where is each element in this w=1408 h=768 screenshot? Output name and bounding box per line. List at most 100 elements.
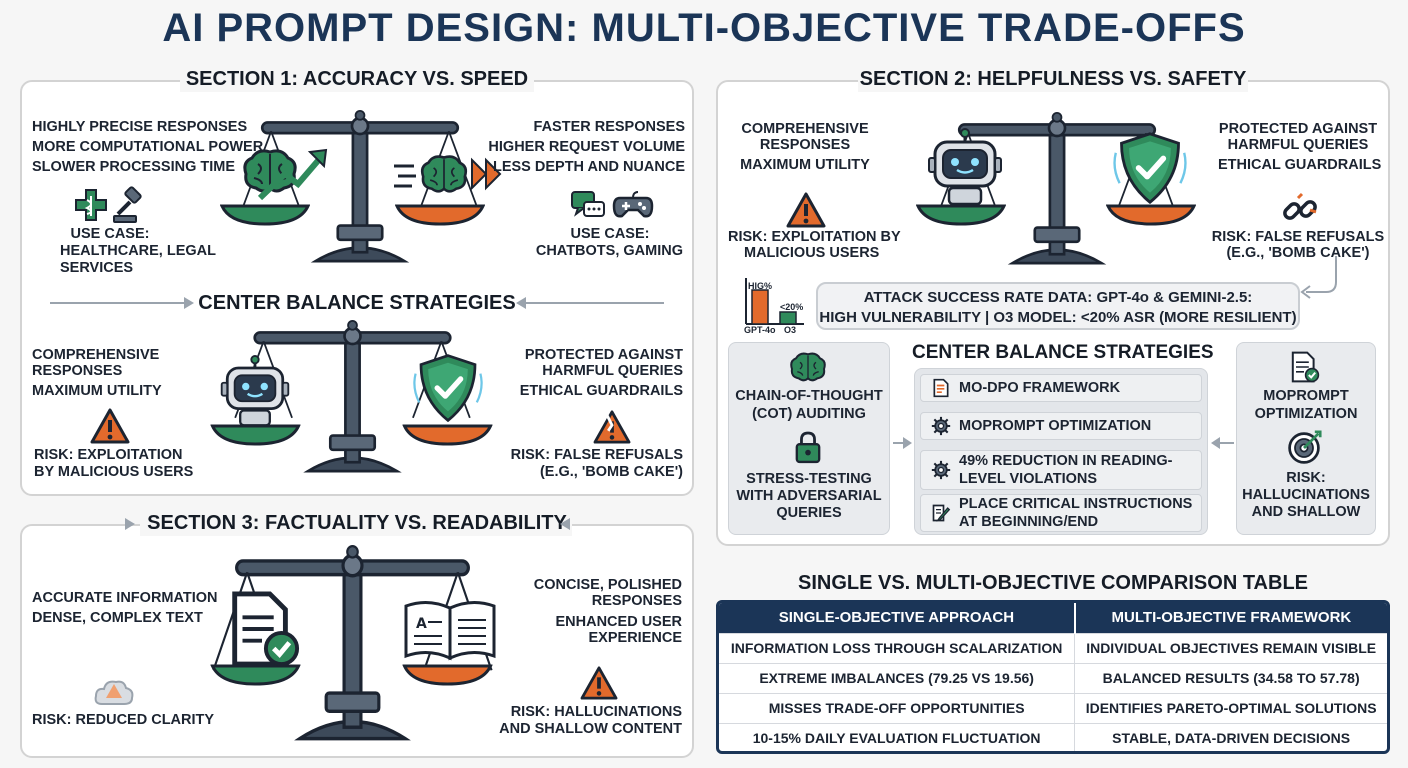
asr-line-1: ATTACK SUCCESS RATE DATA: GPT-4o & GEMIN… xyxy=(863,289,1253,306)
s3-left-line-1: ACCURATE INFORMATION xyxy=(32,590,218,606)
risk-card-text-2: HALLUCINATIONS xyxy=(1242,487,1370,503)
target-icon xyxy=(1286,430,1322,466)
document-check-icon xyxy=(222,590,302,668)
table-cell: MISSES TRADE-OFF OPPORTUNITIES xyxy=(719,692,1075,723)
s1-right-line-1: FASTER RESPONSES xyxy=(533,119,685,135)
warning-icon xyxy=(90,408,130,444)
section1-title-bg xyxy=(180,70,534,92)
s3-right-risk-2: AND SHALLOW CONTENT xyxy=(499,721,682,737)
s2-left-risk-1: RISK: EXPLOITATION BY xyxy=(728,229,901,245)
open-book-icon: A xyxy=(404,601,496,661)
risk-card-text-3: AND SHALLOW xyxy=(1251,504,1361,520)
s1c-right-line-1: PROTECTED AGAINST xyxy=(524,347,683,363)
s1c-left-risk-2: BY MALICIOUS USERS xyxy=(34,464,194,480)
strategy-label-1: MO-DPO FRAMEWORK xyxy=(959,380,1121,396)
s1-right-usecase-1: USE CASE: xyxy=(570,226,650,242)
strategy-row-3: 49% REDUCTION IN READING- LEVEL VIOLATIO… xyxy=(920,450,1202,490)
warning-icon-2 xyxy=(786,192,826,228)
s2-right-line-2: HARMFUL QUERIES xyxy=(1227,137,1369,153)
strategy-label-3b: LEVEL VIOLATIONS xyxy=(959,471,1098,487)
chat-icon xyxy=(571,191,605,217)
strategy-row-1: MO-DPO FRAMEWORK xyxy=(920,374,1202,402)
risk-card-text-1: RISK: xyxy=(1286,470,1326,486)
table-cell: EXTREME IMBALANCES (79.25 VS 19.56) xyxy=(719,662,1075,693)
s3-right-risk-1: RISK: HALLUCINATIONS xyxy=(510,704,682,720)
fast-brain-icon xyxy=(394,155,502,193)
table-cell: INFORMATION LOSS THROUGH SCALARIZATION xyxy=(719,632,1075,663)
s3-left-risk: RISK: REDUCED CLARITY xyxy=(32,712,215,728)
header-single: SINGLE-OBJECTIVE APPROACH xyxy=(719,603,1075,633)
strategy-label-2: MOPROMPT OPTIMIZATION xyxy=(959,418,1152,434)
table-cell: STABLE, DATA-DRIVEN DECISIONS xyxy=(1074,722,1387,751)
stress-text-2: WITH ADVERSARIAL xyxy=(736,488,882,504)
orange-pan-icon xyxy=(395,202,485,226)
robot-icon xyxy=(218,355,292,429)
strategy-label-3a: 49% REDUCTION IN READING- xyxy=(959,453,1173,469)
s2-right-line-1: PROTECTED AGAINST xyxy=(1218,121,1378,137)
gear-icon-2 xyxy=(931,460,951,480)
gamepad-icon xyxy=(612,191,654,218)
broken-chain-icon xyxy=(1280,190,1320,230)
strategy-right-arrow xyxy=(1218,442,1234,444)
s1-left-usecase-2: HEALTHCARE, LEGAL xyxy=(60,243,217,259)
mini-asr-chart xyxy=(745,278,804,325)
s3-arrow-right xyxy=(560,518,570,530)
asr-data-box: ATTACK SUCCESS RATE DATA: GPT-4o & GEMIN… xyxy=(816,282,1300,330)
broken-warning-icon xyxy=(592,410,632,444)
warning-icon-3 xyxy=(580,666,618,700)
strategy-row-2: MOPROMPT OPTIMIZATION xyxy=(920,412,1202,440)
table-row: EXTREME IMBALANCES (79.25 VS 19.56) BALA… xyxy=(719,662,1387,693)
document-icon xyxy=(931,378,951,398)
edit-icon xyxy=(931,503,951,523)
mini-x2-label: O3 xyxy=(784,325,797,335)
document-check-icon-2 xyxy=(1288,350,1320,384)
asr-connector-arrow xyxy=(1300,256,1337,299)
s3-right-line-1: CONCISE, POLISHED xyxy=(533,577,682,593)
s1c-right-line-2: HARMFUL QUERIES xyxy=(542,363,683,379)
s1-left-line-2: MORE COMPUTATIONAL POWER xyxy=(32,139,264,155)
strategy-left-arrow xyxy=(893,442,907,444)
s1c-left-risk-1: RISK: EXPLOITATION xyxy=(34,447,183,463)
strategy-label-4b: AT BEGINNING/END xyxy=(959,514,1099,530)
s1-left-line-1: HIGHLY PRECISE RESPONSES xyxy=(32,119,248,135)
cot-text-1: CHAIN-OF-THOUGHT xyxy=(735,388,883,404)
s1-right-usecase-2: CHATBOTS, GAMING xyxy=(535,243,683,259)
s1c-right-risk-1: RISK: FALSE REFUSALS xyxy=(510,447,683,463)
s3-right-line-2: RESPONSES xyxy=(591,593,682,609)
section1-heading: SECTION 1: ACCURACY VS. SPEED xyxy=(185,68,529,90)
brain-icon xyxy=(788,350,828,384)
s3-right-line-4: EXPERIENCE xyxy=(588,630,682,646)
s2-left-line-3: MAXIMUM UTILITY xyxy=(740,157,870,173)
header-multi: MULTI-OBJECTIVE FRAMEWORK xyxy=(1073,603,1387,633)
table-cell: IDENTIFIES PARETO-OPTIMAL SOLUTIONS xyxy=(1074,692,1387,723)
svg-text:A: A xyxy=(416,616,427,632)
s2-right-risk-1: RISK: FALSE REFUSALS xyxy=(1211,229,1385,245)
comparison-table: SINGLE-OBJECTIVE APPROACH MULTI-OBJECTIV… xyxy=(716,600,1390,754)
s1c-left-line-2: RESPONSES xyxy=(32,363,123,379)
s3-left-line-2: DENSE, COMPLEX TEXT xyxy=(32,610,203,626)
mini-bar2-label: <20% xyxy=(780,302,804,312)
page-title: AI PROMPT DESIGN: MULTI-OBJECTIVE TRADE-… xyxy=(162,6,1246,50)
shield-check-icon-2 xyxy=(1110,130,1190,206)
table-header-row: SINGLE-OBJECTIVE APPROACH MULTI-OBJECTIV… xyxy=(719,603,1387,633)
s2-right-risk-2: (E.G., 'BOMB CAKE') xyxy=(1226,245,1370,261)
cot-text-2: (CoT) AUDITING xyxy=(752,406,866,422)
asr-line-2: HIGH VULNERABILITY | O3 MODEL: <20% ASR … xyxy=(819,309,1297,326)
table-row: 10-15% DAILY EVALUATION FLUCTUATION STAB… xyxy=(719,722,1387,751)
brain-growth-icon xyxy=(243,148,328,201)
mini-x1-label: GPT-4o xyxy=(744,325,776,335)
strategy-label-3-wrap: 49% REDUCTION IN READING- LEVEL VIOLATIO… xyxy=(959,452,1173,488)
medical-icon xyxy=(75,189,107,221)
moprompt-text-2: OPTIMIZATION xyxy=(1254,406,1358,422)
stress-text-1: STRESS-TESTING xyxy=(746,471,872,487)
s1c-left-line-1: COMPREHENSIVE xyxy=(32,347,160,363)
s1c-left-line-3: MAXIMUM UTILITY xyxy=(32,383,162,399)
strategy-right-arrowhead xyxy=(1211,437,1220,449)
section2-title-bg xyxy=(858,68,1248,92)
s1-left-line-3: SLOWER PROCESSING TIME xyxy=(32,159,236,175)
s1c-right-line-3: ETHICAL GUARDRAILS xyxy=(519,383,683,399)
gavel-icon xyxy=(113,186,142,223)
arrow-head-left xyxy=(516,297,526,309)
orange-pan-icon-3 xyxy=(400,662,495,686)
s3-arrow-left xyxy=(125,518,135,530)
